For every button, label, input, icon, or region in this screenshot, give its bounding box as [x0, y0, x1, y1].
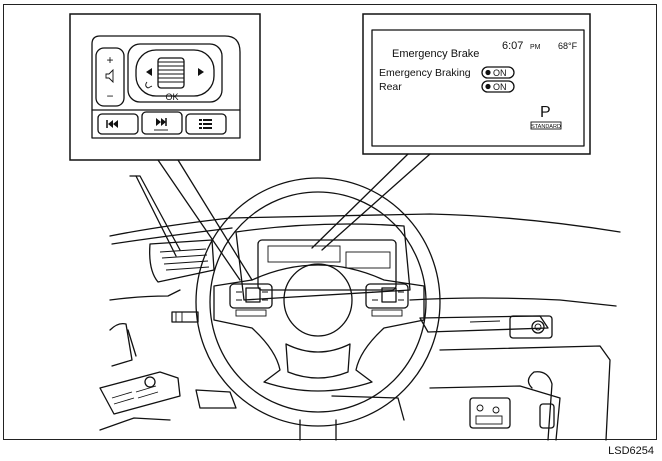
list-menu-icon [199, 119, 212, 129]
next-track-button[interactable] [141, 111, 183, 135]
emergency-braking-state: ON [493, 68, 507, 78]
rear-state: ON [493, 82, 507, 92]
volume-up-label: + [106, 53, 113, 67]
emergency-braking-row: Emergency Braking ON [379, 66, 515, 79]
left-spoke-switches[interactable] [229, 283, 273, 317]
fast-forward-icon [156, 118, 166, 126]
navigation-pad[interactable]: OK [127, 43, 223, 103]
menu-button[interactable] [185, 113, 227, 135]
back-icon [145, 81, 153, 89]
steering-wheel [195, 177, 441, 427]
gear-indicator: P [540, 104, 551, 121]
rear-row: Rear ON [379, 80, 515, 93]
toggle-indicator-icon [485, 69, 491, 76]
toggle-indicator-icon [485, 83, 491, 90]
rear-label: Rear [379, 81, 402, 93]
display-title: Emergency Brake [392, 48, 479, 60]
display-callout: Emergency Brake 6:07 PM 68°F Emergency B… [362, 13, 591, 155]
rear-toggle [481, 80, 515, 93]
ok-label: OK [165, 92, 178, 102]
arrow-right-icon [198, 68, 204, 76]
rewind-icon [108, 120, 118, 128]
display-time: 6:07 [502, 40, 523, 52]
switch-callout: + − OK [69, 13, 261, 161]
display-temperature: 68°F [558, 41, 578, 51]
drive-mode-badge: STANDARD [531, 124, 561, 130]
volume-down-label: − [106, 89, 113, 103]
arrow-left-icon [146, 68, 152, 76]
emergency-braking-label: Emergency Braking [379, 67, 471, 79]
right-spoke-switches[interactable] [365, 283, 409, 317]
emergency-braking-toggle [481, 66, 515, 79]
speaker-icon [105, 68, 114, 84]
previous-track-button[interactable] [97, 113, 139, 135]
cluster-display-right [345, 251, 391, 269]
display-time-suffix: PM [530, 44, 541, 51]
scroll-wheel[interactable] [157, 57, 185, 89]
volume-rocker[interactable]: + − [95, 47, 125, 107]
figure-code: LSD6254 [608, 445, 654, 457]
cluster-display-left [267, 245, 341, 263]
dashboard-body [99, 175, 621, 441]
figure-frame [3, 4, 657, 440]
